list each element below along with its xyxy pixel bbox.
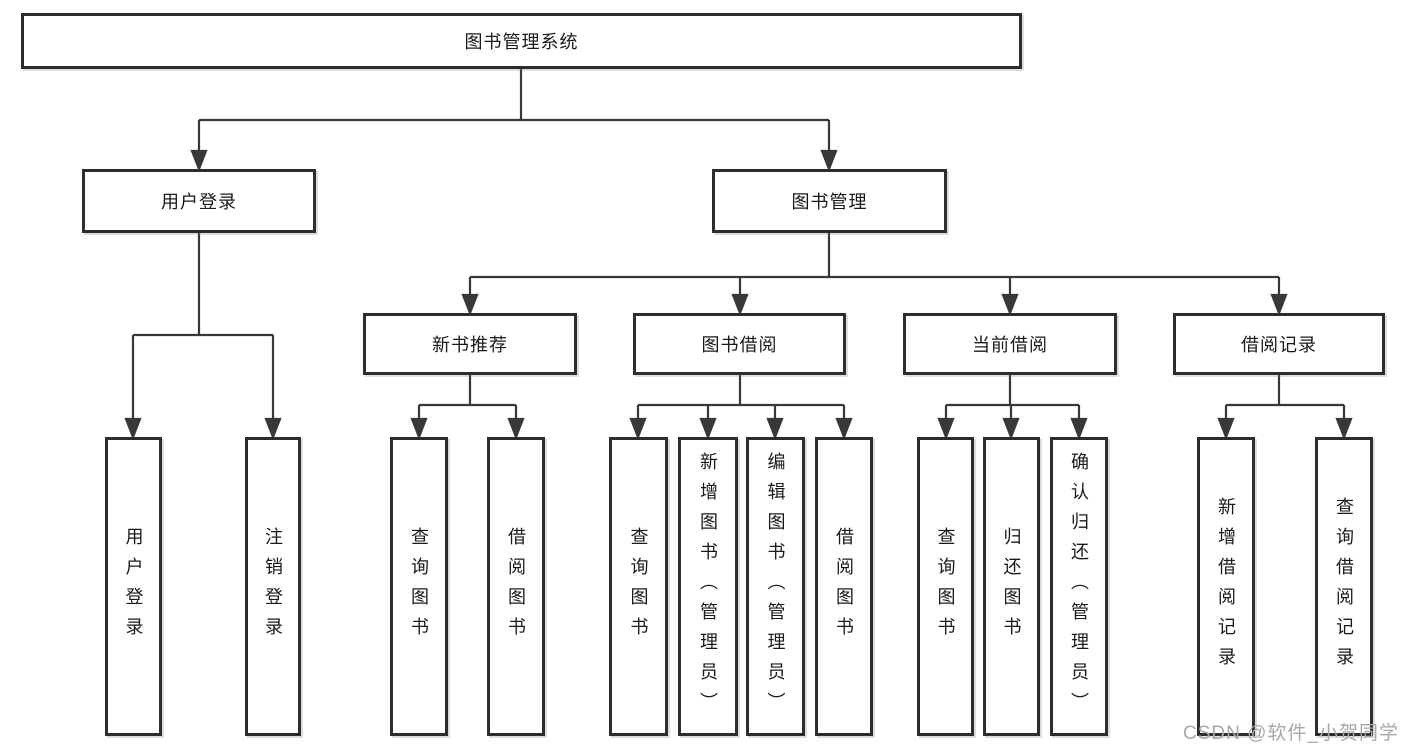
leaf-query-book-b: 查询图书	[609, 437, 668, 736]
leaf-logout: 注销登录	[245, 437, 301, 736]
connector-newbookrec-to-leaves	[410, 375, 525, 441]
leaf-borrow-book-b: 借阅图书	[815, 437, 873, 736]
leaf-query-book-a: 查询图书	[390, 437, 448, 736]
connector-bookmgmt-to-level3	[461, 233, 1288, 317]
arrowhead	[766, 417, 784, 441]
leaf-query-borrow-record: 查询借阅记录	[1315, 437, 1373, 736]
arrowhead	[937, 417, 955, 441]
node-label: 借阅图书	[506, 526, 526, 647]
node-label: 图书管理系统	[464, 32, 579, 52]
node-label: 借阅图书	[834, 526, 854, 647]
arrowhead	[410, 417, 428, 441]
node-label: 当前借阅	[972, 335, 1048, 355]
arrowhead	[629, 417, 647, 441]
leaf-edit-book-admin: 编辑图书（管理员）	[746, 437, 805, 736]
node-label: 新增图书（管理员）	[698, 451, 718, 722]
leaf-query-book-c: 查询图书	[917, 437, 974, 736]
node-current-borrowing: 当前借阅	[903, 313, 1117, 375]
node-label: 查询图书	[935, 526, 956, 647]
arrowhead	[1002, 417, 1020, 441]
arrowhead	[190, 149, 208, 173]
arrowhead	[1070, 417, 1088, 441]
node-label: 新增借阅记录	[1216, 496, 1236, 677]
node-label: 查询借阅记录	[1334, 496, 1354, 677]
arrowhead	[699, 417, 717, 441]
node-borrowing-records: 借阅记录	[1173, 313, 1385, 375]
connector-userlogin-to-leaves	[124, 233, 282, 441]
leaf-user-login: 用户登录	[105, 437, 162, 736]
node-label: 用户登录	[161, 192, 237, 212]
arrowhead	[820, 149, 838, 173]
connector-bookborrow-to-leaves	[629, 375, 853, 441]
leaf-add-book-admin: 新增图书（管理员）	[678, 437, 738, 736]
arrowhead	[507, 417, 525, 441]
node-label: 注销登录	[263, 526, 283, 647]
arrowhead	[1270, 293, 1288, 317]
node-label: 查询图书	[409, 526, 429, 647]
node-label: 查询图书	[628, 526, 649, 647]
node-label: 归还图书	[1001, 526, 1022, 647]
node-label: 图书管理	[791, 192, 868, 212]
arrowhead	[461, 293, 479, 317]
connector-currentborrow-to-leaves	[937, 375, 1088, 441]
node-book-borrowing: 图书借阅	[633, 313, 846, 375]
leaf-return-book: 归还图书	[983, 437, 1040, 736]
arrowhead	[731, 293, 749, 317]
node-label: 借阅记录	[1241, 335, 1317, 355]
node-label: 编辑图书（管理员）	[765, 451, 786, 722]
node-new-book-recommendation: 新书推荐	[363, 313, 577, 375]
arrowhead	[835, 417, 853, 441]
arrowhead	[1001, 293, 1019, 317]
node-label: 新书推荐	[432, 335, 508, 355]
node-library-management-system: 图书管理系统	[21, 13, 1022, 69]
leaf-confirm-return-admin: 确认归还（管理员）	[1050, 437, 1108, 736]
node-book-management: 图书管理	[712, 169, 947, 233]
leaf-borrow-book-a: 借阅图书	[487, 437, 545, 736]
arrowhead	[264, 417, 282, 441]
arrowhead	[124, 417, 142, 441]
connector-root-to-level2	[190, 69, 838, 173]
arrowhead	[1217, 417, 1235, 441]
node-label: 图书借阅	[701, 335, 778, 355]
connector-borrowrecord-to-leaves	[1217, 375, 1353, 441]
node-label: 确认归还（管理员）	[1069, 451, 1089, 722]
csdn-watermark: CSDN @软件_小贺同学	[1183, 723, 1399, 744]
node-label: 用户登录	[123, 526, 144, 647]
node-user-login: 用户登录	[82, 169, 316, 233]
leaf-add-borrow-record: 新增借阅记录	[1197, 437, 1255, 736]
arrowhead	[1335, 417, 1353, 441]
